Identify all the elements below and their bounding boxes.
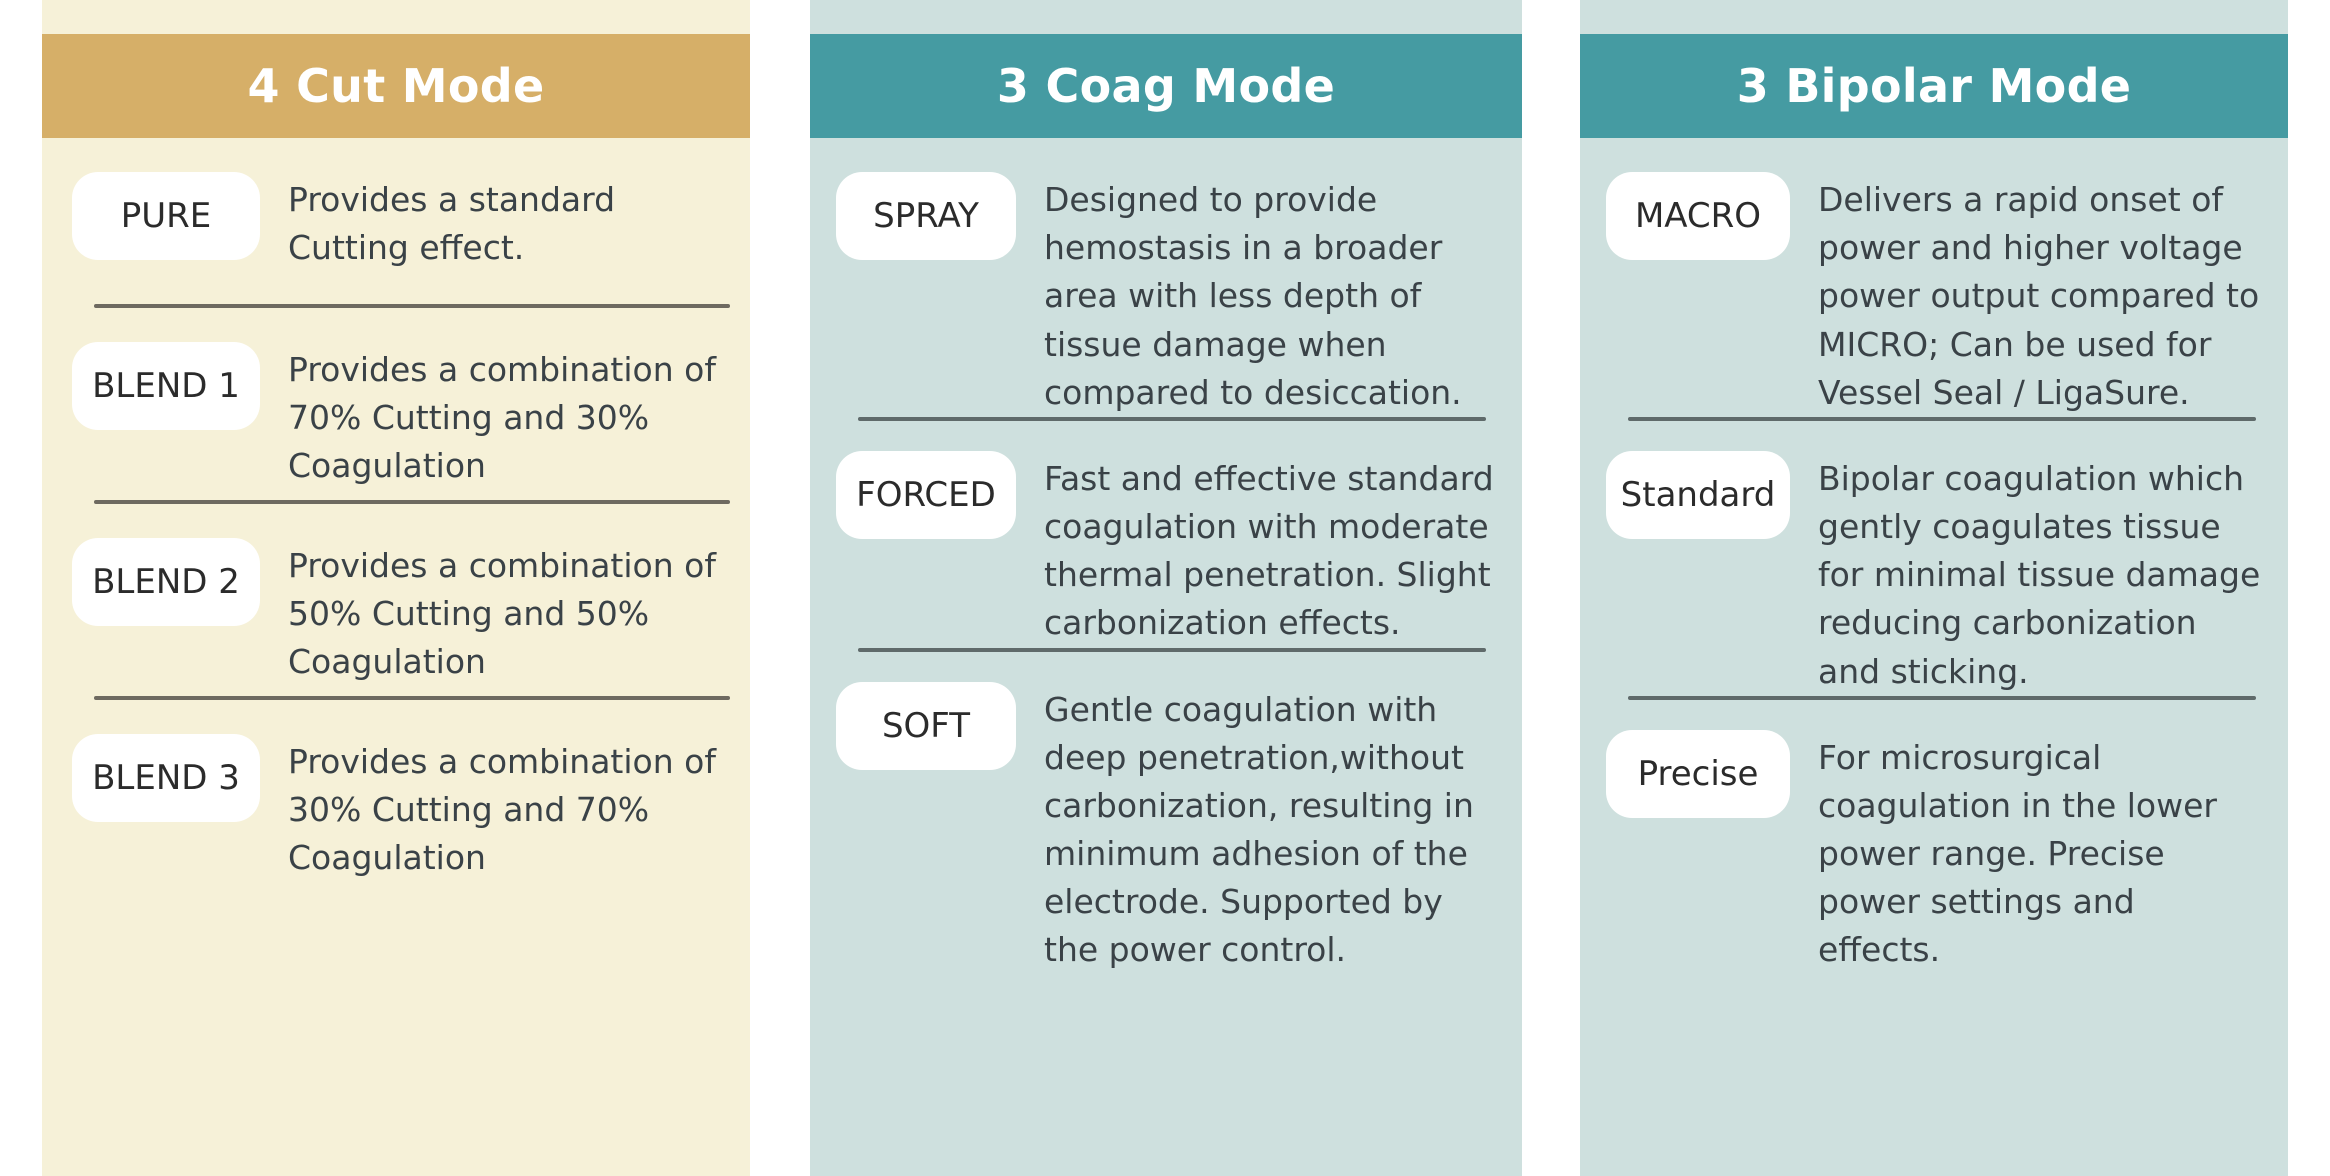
mode-row-forced: FORCED Fast and effective standard coagu…	[836, 450, 1496, 648]
mode-pill-spray: SPRAY	[836, 172, 1016, 260]
row-divider	[858, 647, 1486, 652]
column-header-cut: 4 Cut Mode	[42, 34, 750, 138]
mode-row-precise: Precise For microsurgical coagulation in…	[1606, 729, 2268, 975]
mode-row-blend-2: BLEND 2 Provides a combination of 50% Cu…	[72, 538, 720, 696]
column-bipolar-mode: 3 Bipolar Mode MACRO Delivers a rapid on…	[1580, 0, 2288, 1176]
mode-row-macro: MACRO Delivers a rapid onset of power an…	[1606, 172, 2268, 417]
row-divider	[858, 416, 1486, 421]
row-divider	[1628, 416, 2256, 421]
column-title-bipolar: 3 Bipolar Mode	[1736, 59, 2132, 113]
mode-row-soft: SOFT Gentle coagulation with deep penetr…	[836, 681, 1496, 975]
row-divider	[94, 696, 730, 700]
column-coag-mode: 3 Coag Mode SPRAY Designed to provide he…	[810, 0, 1522, 1176]
mode-description-spray: Designed to provide hemostasis in a broa…	[1044, 180, 1462, 412]
mode-description-precise: For microsurgical coagulation in the low…	[1818, 737, 2217, 970]
mode-description-pure: Provides a standard Cutting effect.	[288, 180, 616, 268]
mode-description-blend-3: Provides a combination of 30% Cutting an…	[288, 742, 716, 878]
column-body-bipolar: MACRO Delivers a rapid onset of power an…	[1580, 138, 2288, 1176]
column-title-coag: 3 Coag Mode	[996, 59, 1336, 113]
mode-description-macro: Delivers a rapid onset of power and high…	[1818, 180, 2260, 412]
mode-description-standard: Bipolar coagulation which gently coagula…	[1818, 458, 2261, 691]
mode-row-spray: SPRAY Designed to provide hemostasis in …	[836, 172, 1496, 417]
mode-pill-pure: PURE	[72, 172, 260, 260]
mode-row-pure: PURE Provides a standard Cutting effect.	[72, 172, 720, 304]
column-cut-mode: 4 Cut Mode PURE Provides a standard Cutt…	[42, 0, 750, 1176]
mode-description-blend-1: Provides a combination of 70% Cutting an…	[288, 350, 716, 486]
column-body-cut: PURE Provides a standard Cutting effect.…	[42, 138, 750, 1176]
mode-row-blend-3: BLEND 3 Provides a combination of 30% Cu…	[72, 734, 720, 892]
column-title-cut: 4 Cut Mode	[247, 59, 545, 113]
row-divider	[94, 304, 730, 308]
mode-pill-soft: SOFT	[836, 681, 1016, 770]
mode-pill-blend-1: BLEND 1	[72, 342, 260, 430]
mode-pill-blend-3: BLEND 3	[72, 734, 260, 822]
mode-description-blend-2: Provides a combination of 50% Cutting an…	[288, 546, 716, 682]
column-body-coag: SPRAY Designed to provide hemostasis in …	[810, 138, 1522, 1176]
row-divider	[94, 500, 730, 504]
mode-pill-standard: Standard	[1606, 450, 1790, 539]
mode-pill-precise: Precise	[1606, 729, 1790, 818]
mode-pill-forced: FORCED	[836, 450, 1016, 539]
mode-description-soft: Gentle coagulation with deep penetration…	[1044, 689, 1474, 970]
row-divider	[1628, 695, 2256, 700]
column-header-coag: 3 Coag Mode	[810, 34, 1522, 138]
mode-row-blend-1: BLEND 1 Provides a combination of 70% Cu…	[72, 342, 720, 500]
column-header-bipolar: 3 Bipolar Mode	[1580, 34, 2288, 138]
mode-row-standard: Standard Bipolar coagulation which gentl…	[1606, 450, 2268, 696]
mode-description-forced: Fast and effective standard coagulation …	[1044, 458, 1494, 643]
mode-pill-blend-2: BLEND 2	[72, 538, 260, 626]
mode-pill-macro: MACRO	[1606, 172, 1790, 260]
